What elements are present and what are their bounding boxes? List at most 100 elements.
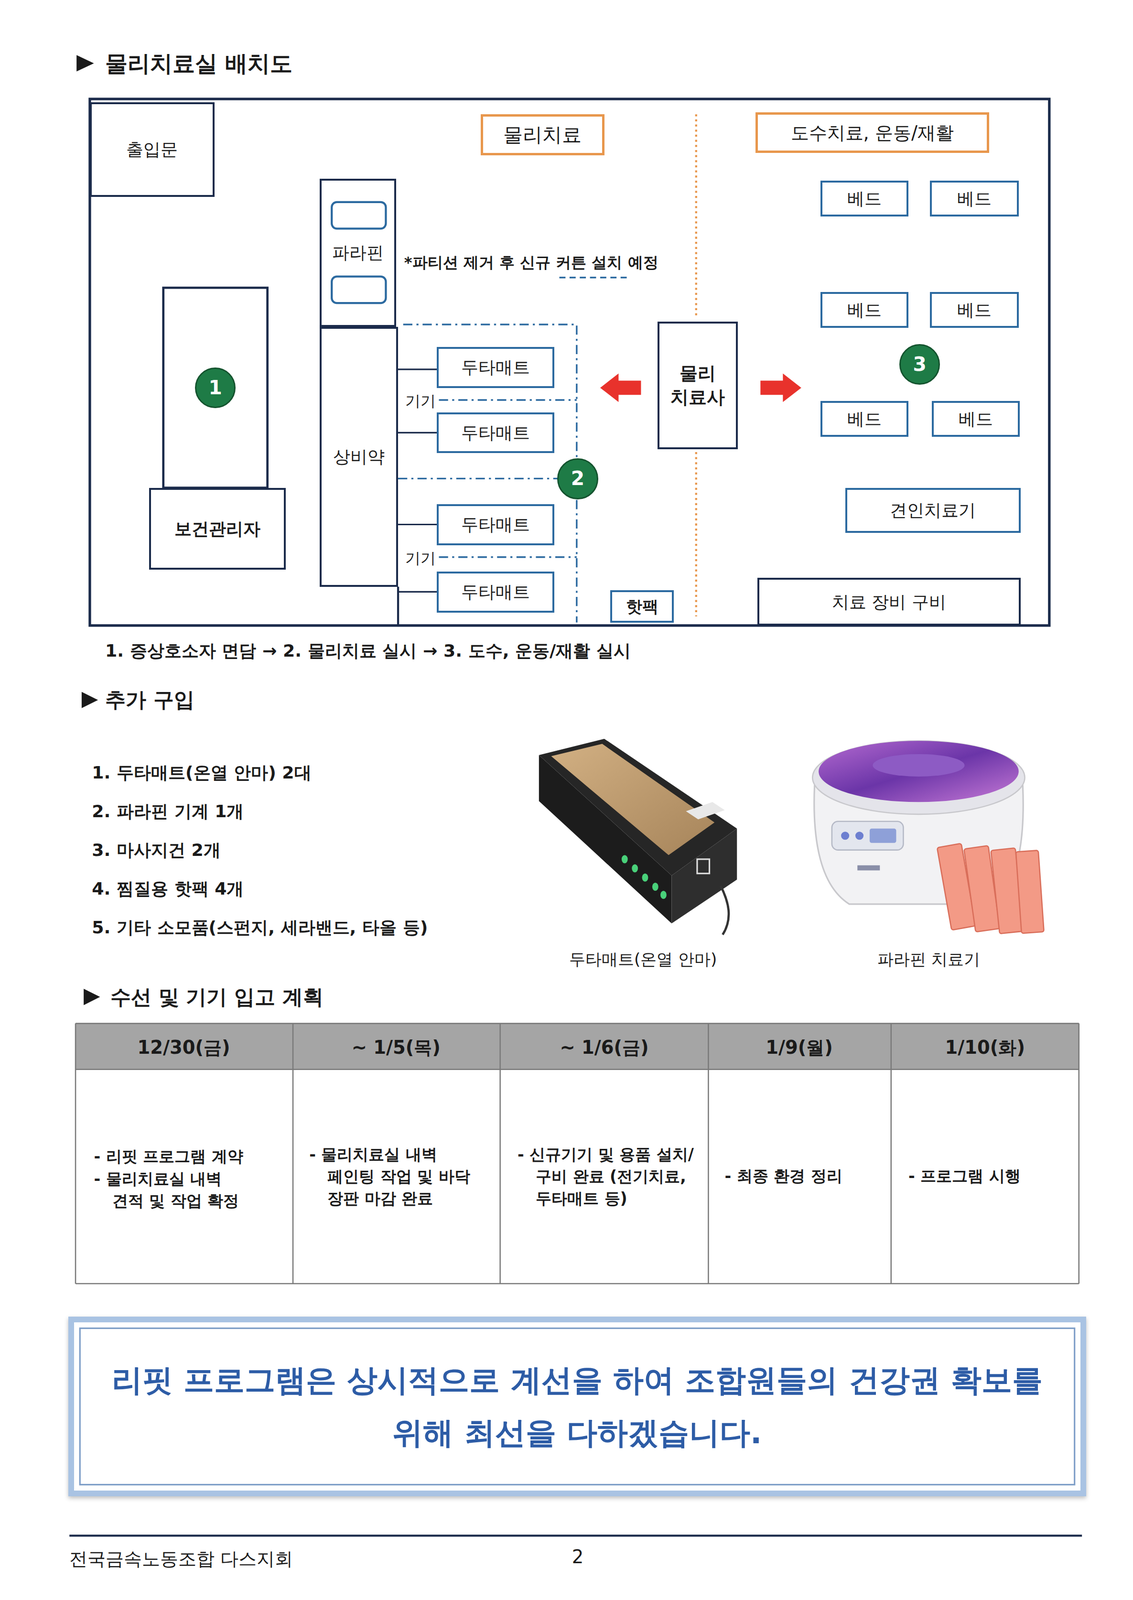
table-line xyxy=(499,1023,501,1284)
table-grid xyxy=(75,1023,1080,1284)
table-line xyxy=(75,1023,77,1284)
heading-triangle xyxy=(81,691,98,709)
mat-illustration xyxy=(539,738,737,935)
medicine-cabinet: 상비약 xyxy=(319,326,399,588)
bracket-stub xyxy=(398,591,437,593)
manager-box: 보건관리자 xyxy=(149,487,286,570)
mat-led xyxy=(660,890,667,899)
equipment-box: 치료 장비 구비 xyxy=(757,577,1021,626)
list-item: 3. 마사지건 2개 xyxy=(91,838,221,863)
table-header: 12/30(금) xyxy=(81,1034,286,1061)
table-cell: - 리핏 프로그램 계약 xyxy=(94,1145,283,1168)
mat-box: 두타매트 xyxy=(436,412,555,454)
bracket-stub xyxy=(398,368,437,370)
door-box: 출입문 xyxy=(89,102,215,198)
list-item: 5. 기타 소모품(스펀지, 세라밴드, 타올 등) xyxy=(91,915,428,940)
paraffin-packets xyxy=(937,843,1045,934)
flow-caption: 1. 증상호소자 면담 → 2. 물리치료 실시 → 3. 도수, 운동/재활 … xyxy=(105,638,631,664)
paraffin-cabinet: 파라핀 xyxy=(319,178,397,327)
mat-led xyxy=(621,854,628,864)
paraffin-unit xyxy=(331,202,386,229)
table-line xyxy=(890,1023,892,1284)
box-label: 도수치료, 운동/재활 xyxy=(790,120,954,145)
packet xyxy=(1015,850,1045,934)
list-item: 4. 찜질용 핫팩 4개 xyxy=(91,876,244,902)
section-heading: 추가 구입 xyxy=(105,685,195,715)
table-header: 1/10(화) xyxy=(898,1034,1072,1061)
panel-display xyxy=(869,828,897,843)
box-label: 물리 치료사 xyxy=(662,361,734,410)
table-cell: - 프로그램 시행 xyxy=(908,1165,1021,1187)
paraffin-illustration xyxy=(812,740,1044,934)
mat-top xyxy=(539,738,737,876)
footer-text: 전국금속노동조합 다스지회 xyxy=(69,1545,293,1572)
box-label: 출입문 xyxy=(126,138,178,161)
zone-title: 도수치료, 운동/재활 xyxy=(755,112,990,153)
panel-button xyxy=(841,831,850,840)
mat-surface xyxy=(550,744,715,856)
mat-box: 두타매트 xyxy=(436,346,555,388)
bed-box: 베드 xyxy=(931,400,1020,437)
table-header: ~ 1/5(목) xyxy=(299,1034,494,1061)
mat-led xyxy=(642,873,649,882)
table-header: ~ 1/6(금) xyxy=(507,1034,702,1061)
list-item: 1. 두타매트(온열 안마) 2대 xyxy=(91,760,312,786)
table-line xyxy=(1078,1023,1080,1284)
mat-leds xyxy=(621,854,667,899)
table-line xyxy=(75,1022,1080,1025)
box-label: 핫팩 xyxy=(625,595,659,617)
mat-cord xyxy=(720,885,729,935)
box-label: 물리치료 xyxy=(503,122,582,148)
table-line xyxy=(75,1283,1080,1285)
box-label: 베드 xyxy=(957,187,992,210)
therapist-box: 물리 치료사 xyxy=(657,321,739,450)
panel-button xyxy=(855,831,864,840)
brand-plate xyxy=(857,865,880,871)
box-label: 견인치료기 xyxy=(889,498,976,522)
red-arrow xyxy=(600,373,641,402)
mat-led xyxy=(631,864,638,873)
box-label: 두타매트 xyxy=(461,513,530,536)
image-caption: 파라핀 치료기 xyxy=(816,948,1042,972)
bed-box: 베드 xyxy=(929,180,1019,217)
table-cell: - 물리치료실 내벽 페인팅 작업 및 바닥 장판 마감 완료 xyxy=(309,1143,478,1210)
bed-box: 베드 xyxy=(820,291,909,328)
heading-triangle xyxy=(83,988,100,1005)
box-label: 보건관리자 xyxy=(174,517,261,540)
mat-led xyxy=(652,882,659,891)
bed-box: 베드 xyxy=(820,180,909,217)
box-label: 파라핀 xyxy=(332,241,384,264)
lid-handle xyxy=(872,754,965,777)
mat-label xyxy=(685,801,725,820)
box-label: 베드 xyxy=(847,298,882,322)
box-label: 상비약 xyxy=(333,445,385,468)
mat-box: 두타매트 xyxy=(436,504,555,545)
bracket-stub xyxy=(398,523,437,526)
device-label: 기기 xyxy=(405,547,436,570)
table-cell: - 물리치료실 내벽 견적 및 작업 확정 xyxy=(94,1167,248,1213)
bracket-stub xyxy=(398,431,437,434)
bed-box: 베드 xyxy=(820,400,909,437)
control-panel xyxy=(831,821,904,851)
callout-text: 1 xyxy=(208,375,223,401)
mat-box: 두타매트 xyxy=(436,571,555,613)
image-caption: 두타매트(온열 안마) xyxy=(530,948,756,972)
tub-lid xyxy=(818,740,1019,802)
section-heading: 수선 및 기기 입고 계획 xyxy=(110,982,324,1012)
table-line xyxy=(292,1023,294,1284)
hotpack-box: 핫팩 xyxy=(610,590,674,623)
box-label: 치료 장비 구비 xyxy=(831,590,947,614)
box-label: 두타매트 xyxy=(461,421,530,444)
table-cell: - 신규기기 및 용품 설치/구비 완료 (전기치료,두타매트 등) xyxy=(517,1143,707,1210)
table-header: 1/9(월) xyxy=(712,1034,886,1061)
heading-triangle xyxy=(76,54,94,72)
red-arrow xyxy=(760,373,801,402)
page-number: 2 xyxy=(547,1543,609,1570)
table-header-band xyxy=(75,1023,1080,1070)
list-item: 2. 파라핀 기계 1개 xyxy=(91,799,244,824)
desk-outline xyxy=(163,287,268,488)
curtain-line xyxy=(398,324,577,623)
box-label: 베드 xyxy=(847,407,882,431)
device-bracket xyxy=(398,369,437,592)
